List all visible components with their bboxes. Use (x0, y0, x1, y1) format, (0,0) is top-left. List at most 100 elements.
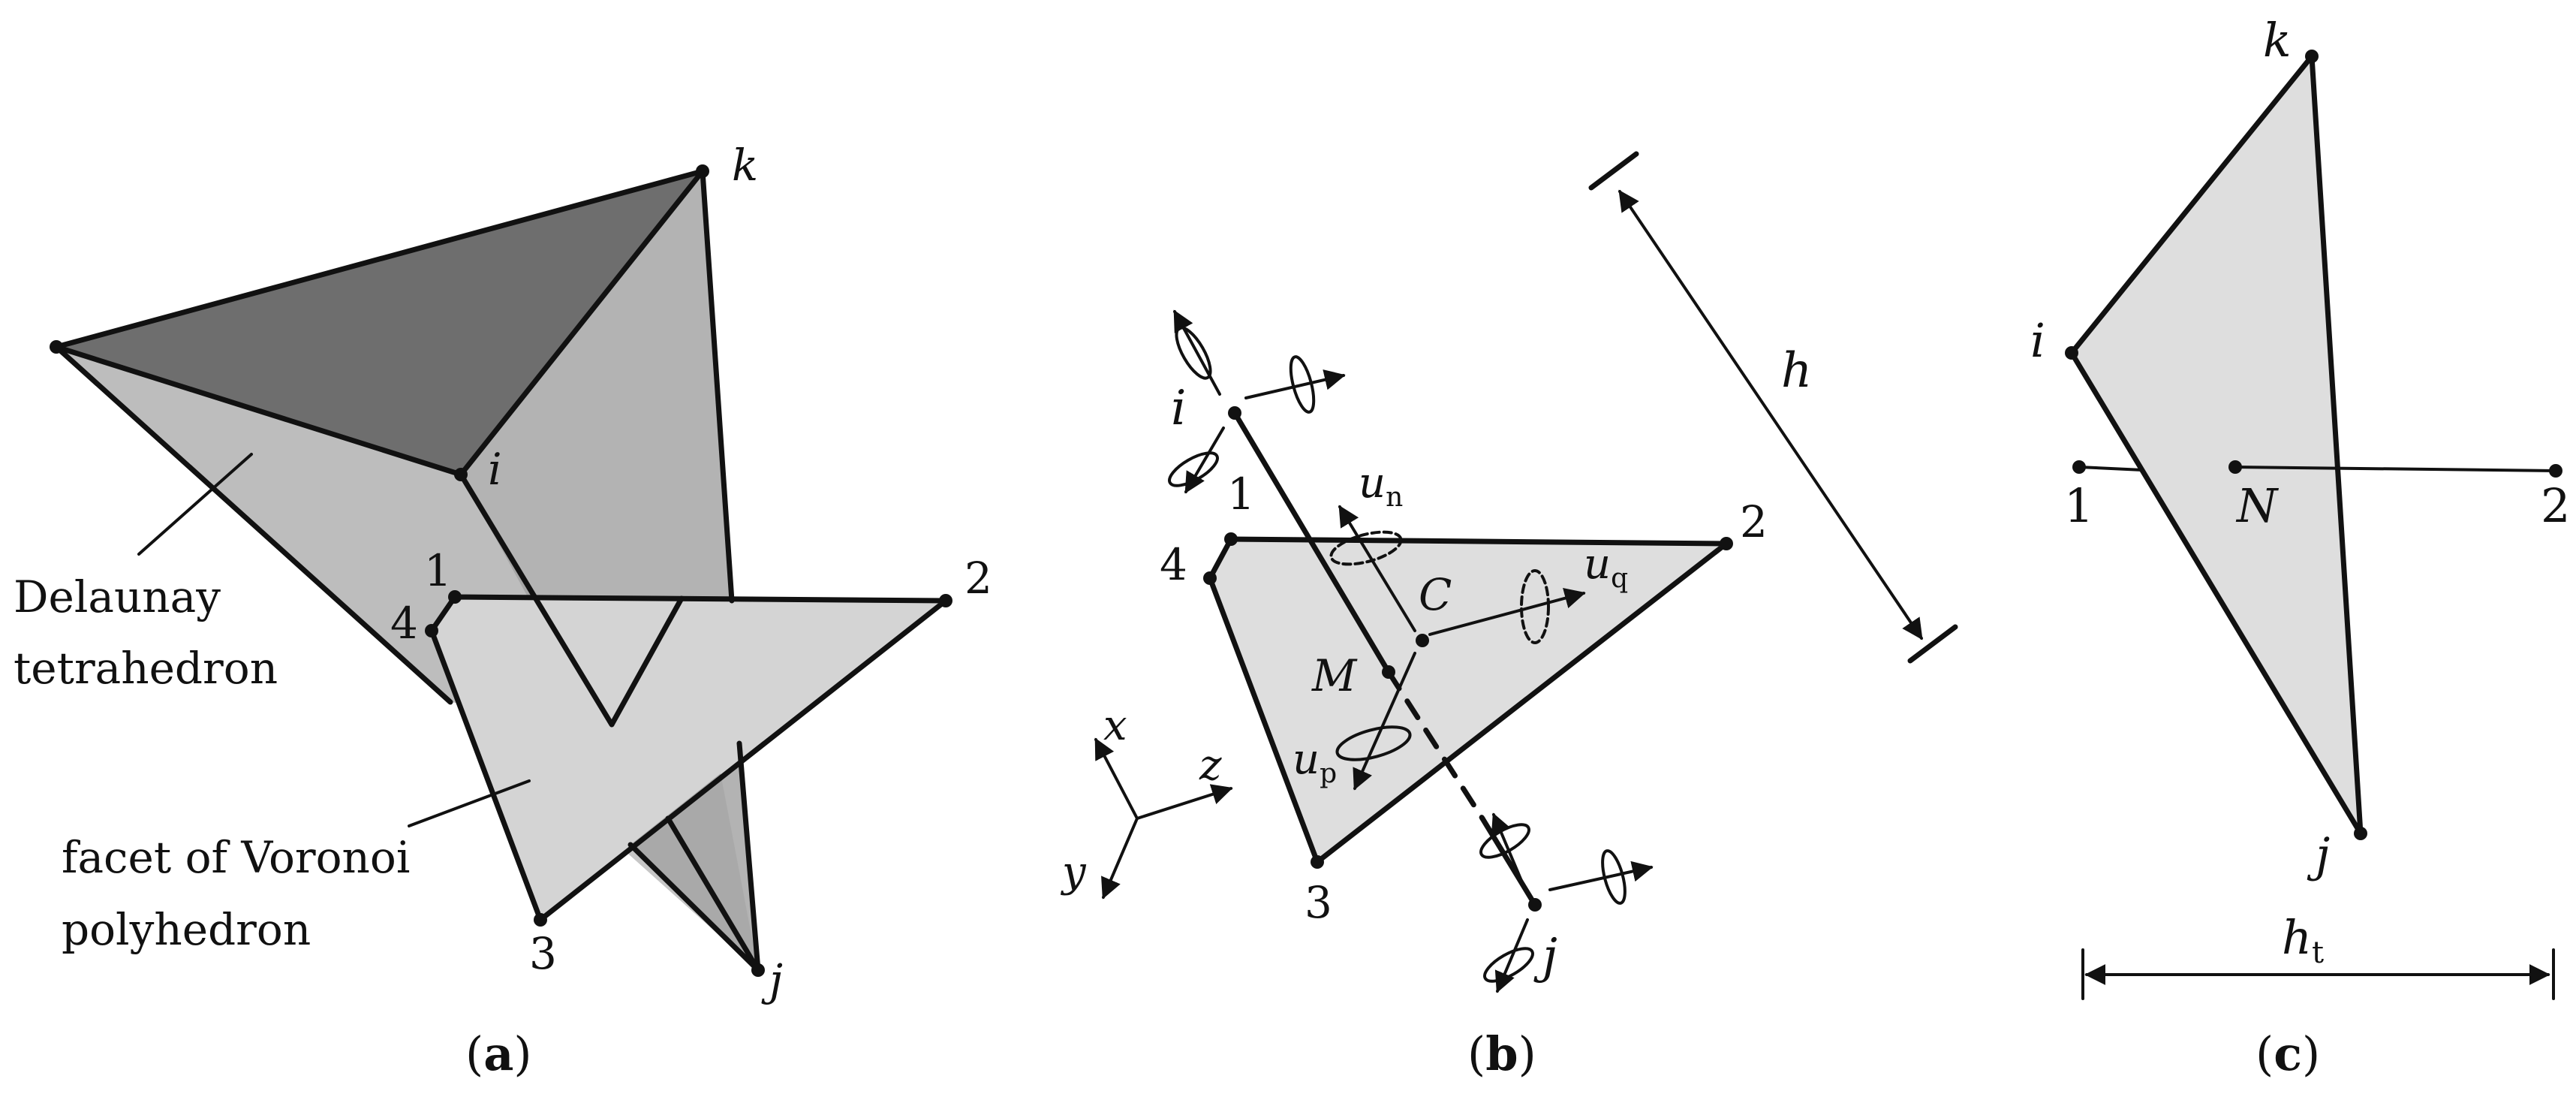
tetra-edge-left (53, 344, 464, 478)
tetra-edge-ik (458, 168, 706, 478)
voronoi-leader (408, 779, 531, 827)
label-axis-z: z (1199, 741, 1222, 790)
label-u-q: uq (1584, 540, 1628, 594)
node-i-rotation-up (1175, 326, 1212, 380)
panel-a: k i j 1 2 3 4 Delaunay tetrahedron facet… (14, 140, 992, 1081)
axis-z-arrow (1136, 784, 1233, 820)
corner-2-dot-b (1720, 537, 1733, 550)
caption-b: (b) (1467, 1026, 1536, 1081)
corner-4-dot (425, 624, 438, 637)
vertex-i-dot (454, 468, 468, 481)
label-ht: ht (2282, 910, 2324, 970)
label-2: 2 (964, 553, 992, 604)
node-i-arrow-up (1173, 309, 1221, 396)
point-2-dot-c (2549, 464, 2562, 478)
label-k: k (732, 140, 758, 191)
point-N-dot-c (2228, 460, 2242, 474)
label-N-c: N (2235, 478, 2280, 533)
height-tick-bottom (1907, 624, 1958, 664)
panel-c: k i j 1 N 2 ht (c) (2030, 13, 2570, 1081)
node-i-dot (1228, 406, 1241, 420)
tetra-edge-outer-left (53, 344, 453, 705)
axis-y-arrow (1101, 817, 1139, 900)
triangle-face (2072, 56, 2361, 833)
axis-x-arrow (1094, 737, 1139, 820)
voronoi-label-line1: facet of Voronoi (62, 832, 410, 883)
facet-quad (1210, 539, 1726, 862)
label-u-p: up (1293, 735, 1337, 789)
corner-3-dot-b (1311, 855, 1324, 869)
segment-N-2 (2234, 466, 2557, 472)
label-4: 4 (390, 598, 418, 649)
segment-1-2 (2078, 466, 2144, 472)
node-i-rotation-down (1168, 451, 1219, 487)
label-j: j (761, 954, 783, 1005)
element-axis-dashed (1386, 669, 1485, 821)
tetra-edge-top (53, 168, 706, 350)
label-corner-2-b: 2 (1740, 496, 1768, 547)
label-point-M: M (1311, 650, 1358, 701)
tetra-edge-kj-lower (736, 740, 761, 973)
label-axis-x: x (1103, 701, 1127, 750)
node-j-rotation-down (1483, 947, 1534, 983)
u-q-arrow (1428, 588, 1586, 636)
corner-4-dot-b (1203, 571, 1217, 585)
label-3: 3 (529, 928, 557, 979)
label-1: 1 (424, 545, 452, 596)
voronoi-label-line2: polyhedron (62, 904, 311, 955)
label-point-C: C (1419, 569, 1452, 620)
corner-3-dot (534, 913, 547, 927)
vertex-k-dot (696, 164, 709, 178)
vertex-k-dot-c (2305, 50, 2319, 63)
point-1-dot-c (2072, 460, 2086, 474)
label-i: i (488, 444, 502, 495)
label-corner-1-b: 1 (1227, 469, 1255, 520)
u-q-rotation (1520, 569, 1550, 644)
tetra-edge-to-j (627, 842, 761, 973)
vertex-i-dot-c (2065, 346, 2078, 360)
delaunay-label-line2: tetrahedron (14, 643, 278, 694)
voronoi-facet (432, 597, 946, 920)
tetra-edge-to-j-2 (665, 815, 761, 973)
label-u-n: un (1359, 459, 1403, 513)
label-j-c: j (2307, 827, 2330, 882)
label-node-j: j (1533, 929, 1557, 984)
vertex-j-dot-c (2354, 827, 2367, 840)
node-j-arrow-right (1548, 860, 1654, 891)
u-n-arrow (1338, 505, 1416, 632)
label-height: h (1781, 343, 1812, 399)
corner-1-dot (448, 590, 462, 604)
label-i-c: i (2030, 313, 2045, 368)
triangle-outline (2069, 53, 2364, 836)
label-axis-y: y (1060, 848, 1087, 897)
node-j-dot (1528, 898, 1542, 912)
tetra-edge-i-down (458, 472, 685, 728)
element-axis-lower (1479, 815, 1538, 908)
label-k-c: k (2263, 13, 2292, 68)
panel-b: i j 1 2 3 4 C M un uq up x z y h (b) (1060, 151, 1958, 1081)
u-p-arrow (1353, 652, 1416, 791)
label-corner-4-b: 4 (1160, 539, 1187, 590)
node-j-rotation-right (1601, 849, 1627, 905)
label-1-c: 1 (2064, 478, 2093, 533)
point-C-dot (1416, 634, 1429, 647)
tetra-edge-kj (700, 168, 735, 604)
label-2-c: 2 (2541, 478, 2570, 533)
caption-a: (a) (465, 1026, 532, 1081)
delaunay-leader (137, 453, 253, 556)
label-corner-3-b: 3 (1305, 877, 1332, 928)
vertex-j-dot (751, 963, 765, 977)
label-node-i: i (1171, 381, 1186, 436)
height-tick-top (1588, 151, 1639, 191)
height-dimension-arrow (1618, 189, 1923, 640)
delaunay-label-line1: Delaunay (14, 571, 221, 622)
caption-c: (c) (2256, 1026, 2320, 1081)
corner-1-dot-b (1224, 532, 1238, 546)
corner-2-dot (939, 594, 952, 607)
node-j-rotation-up (1479, 823, 1530, 859)
tetra-face-dark (56, 171, 703, 475)
element-axis-upper (1232, 410, 1392, 675)
u-p-rotation (1335, 725, 1412, 761)
node-i-rotation-right (1289, 355, 1316, 414)
